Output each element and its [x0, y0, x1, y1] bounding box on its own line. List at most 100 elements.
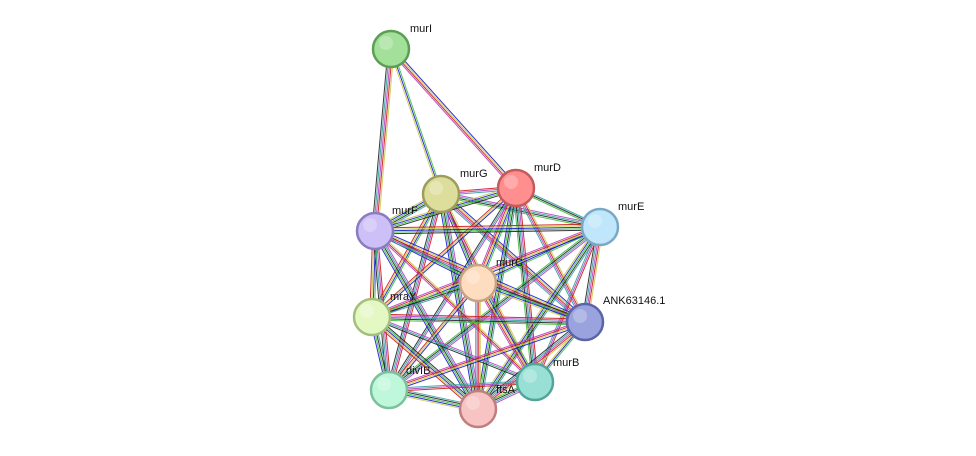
edge-mraY-murB — [371, 315, 536, 384]
edge-line — [372, 315, 480, 409]
edge-line — [388, 320, 585, 390]
edge-line — [474, 284, 533, 384]
node-circle[interactable] — [355, 211, 395, 251]
node-circle[interactable] — [496, 168, 536, 208]
node-circle[interactable] — [371, 29, 411, 69]
edge-murE-murF — [374, 223, 601, 235]
edge-murB-divIB — [388, 380, 536, 392]
edge-murD-mraY — [370, 186, 518, 319]
node-highlight — [573, 309, 587, 323]
node-ANK63146.1[interactable]: ANK63146.1 — [565, 295, 665, 342]
node-label: divIB — [406, 365, 430, 377]
edge-line — [514, 188, 585, 323]
node-label: ftsA — [496, 384, 516, 396]
edge-line — [373, 231, 535, 384]
edge-line — [375, 49, 393, 232]
node-highlight — [360, 304, 374, 318]
node-murD[interactable]: murD — [496, 162, 561, 208]
node-murF[interactable]: murF — [355, 205, 418, 251]
edge-line — [371, 316, 479, 410]
edge-line — [391, 48, 443, 194]
edge-line — [440, 193, 586, 323]
node-circle[interactable] — [458, 263, 498, 303]
edge-line — [369, 318, 477, 412]
node-circle[interactable] — [369, 370, 409, 410]
edge-line — [388, 187, 517, 391]
node-circle[interactable] — [580, 207, 620, 247]
edge-line — [377, 49, 395, 232]
node-label: murI — [410, 23, 432, 35]
edge-line — [371, 319, 585, 326]
edge-line — [387, 193, 441, 390]
node-label: ANK63146.1 — [603, 295, 665, 307]
node-murC[interactable]: murC — [458, 257, 523, 303]
edge-line — [370, 186, 516, 317]
node-divIB[interactable]: divIB — [369, 365, 430, 410]
edge-line — [374, 223, 600, 229]
node-circle[interactable] — [458, 389, 498, 429]
edge-murI-murF — [371, 48, 395, 232]
node-highlight — [588, 214, 602, 228]
edge-line — [372, 315, 536, 382]
edge-line — [388, 380, 535, 390]
edge-line — [371, 316, 536, 383]
node-highlight — [363, 218, 377, 232]
edge-line — [389, 323, 586, 393]
edge-murF-murB — [373, 229, 537, 384]
node-circle[interactable] — [421, 174, 461, 214]
edge-line — [375, 229, 537, 382]
edge-line — [371, 317, 535, 384]
node-murI[interactable]: murI — [371, 23, 432, 69]
node-highlight — [377, 377, 391, 391]
edge-line — [374, 225, 600, 231]
edge-line — [389, 322, 586, 392]
node-highlight — [379, 36, 393, 50]
edge-line — [475, 187, 515, 409]
edge-line — [386, 193, 440, 390]
node-label: murE — [618, 201, 644, 213]
edge-line — [375, 227, 601, 233]
edge-ANK63146.1-divIB — [388, 319, 586, 393]
edge-line — [388, 282, 479, 391]
edge-line — [375, 229, 601, 235]
node-murB[interactable]: murB — [515, 357, 579, 402]
edge-line — [388, 381, 536, 391]
edge-line — [374, 48, 392, 232]
edge-line — [389, 283, 480, 392]
edge-line — [371, 316, 586, 323]
edge-mraY-ftsA — [369, 314, 481, 412]
edge-line — [373, 194, 444, 319]
edge-line — [392, 47, 519, 187]
node-circle[interactable] — [352, 297, 392, 337]
edge-line — [373, 314, 481, 408]
edge-line — [370, 317, 478, 411]
node-label: murG — [460, 168, 488, 180]
node-murE[interactable]: murE — [580, 201, 644, 247]
edge-line — [372, 188, 518, 319]
node-murG[interactable]: murG — [421, 168, 488, 214]
edge-line — [387, 281, 478, 390]
node-highlight — [523, 369, 537, 383]
edge-line — [372, 315, 586, 322]
node-ftsA[interactable]: ftsA — [458, 384, 516, 429]
edge-line — [374, 226, 601, 232]
node-label: murB — [553, 357, 579, 369]
edge-line — [478, 227, 602, 411]
edge-line — [475, 225, 598, 408]
edge-line — [475, 319, 584, 408]
edge-line — [442, 191, 588, 321]
node-circle[interactable] — [565, 302, 605, 342]
node-label: murD — [534, 162, 561, 174]
edge-murD-ANK63146.1 — [513, 186, 588, 324]
edge-line — [391, 48, 517, 188]
edge-murC-divIB — [387, 281, 480, 392]
node-highlight — [429, 181, 443, 195]
edge-line — [441, 192, 587, 322]
node-mraY[interactable]: mraY — [352, 291, 417, 337]
node-circle[interactable] — [515, 362, 555, 402]
edge-line — [373, 48, 391, 231]
edge-line — [478, 188, 518, 410]
edge-murC-ftsA — [475, 283, 481, 409]
edge-line — [374, 230, 536, 383]
